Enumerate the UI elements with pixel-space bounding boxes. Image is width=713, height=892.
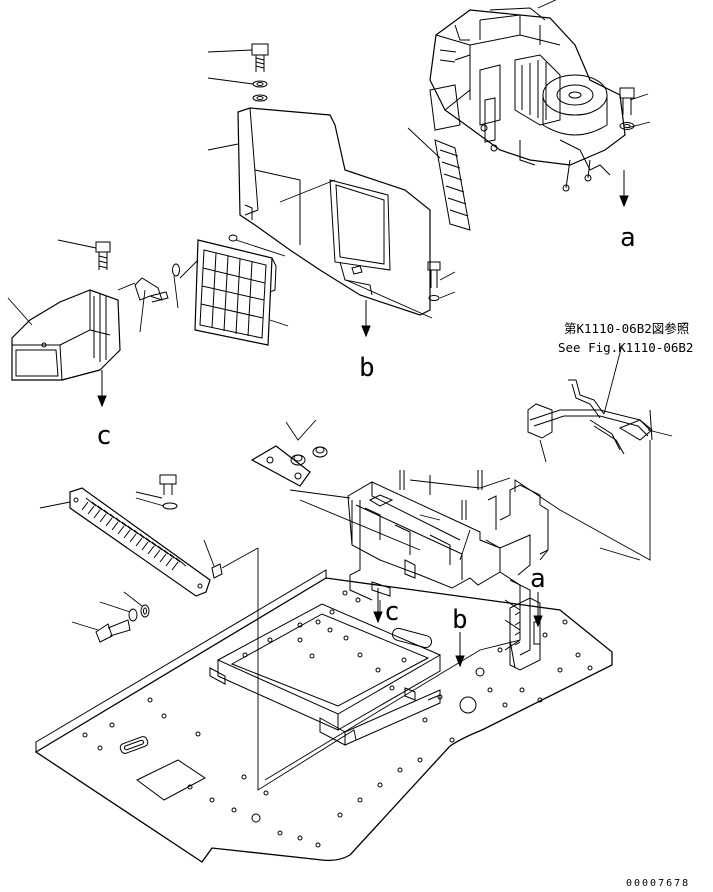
label-c-left: c bbox=[96, 421, 112, 451]
recirculation-filter bbox=[195, 240, 276, 345]
fasteners bbox=[96, 44, 634, 642]
air-filter-tall bbox=[435, 140, 470, 230]
latch-plate bbox=[252, 446, 327, 486]
duct-cover bbox=[238, 108, 430, 315]
leader-lines bbox=[8, 0, 672, 790]
reference-note-en: See Fig.K1110-06B2 bbox=[558, 340, 693, 355]
label-b-top: b bbox=[359, 353, 375, 383]
air-duct bbox=[12, 290, 120, 380]
reference-note-jp: 第K1110-06B2図参照 bbox=[564, 321, 689, 336]
label-a-bottom: a bbox=[530, 564, 546, 594]
label-a-top: a bbox=[620, 223, 636, 253]
front-grille bbox=[70, 488, 210, 596]
direction-arrows bbox=[98, 170, 628, 666]
mounting-frame bbox=[348, 470, 548, 668]
electrical-box bbox=[210, 604, 440, 745]
floor-plate bbox=[36, 570, 612, 862]
harness-bracket bbox=[510, 598, 540, 670]
wing-knob bbox=[135, 278, 168, 302]
wire-harness bbox=[528, 380, 652, 454]
document-number: 00007678 bbox=[626, 878, 690, 889]
label-c-bottom: c bbox=[384, 597, 400, 627]
air-conditioner-unit bbox=[430, 8, 625, 191]
label-b-bottom: b bbox=[452, 605, 468, 635]
